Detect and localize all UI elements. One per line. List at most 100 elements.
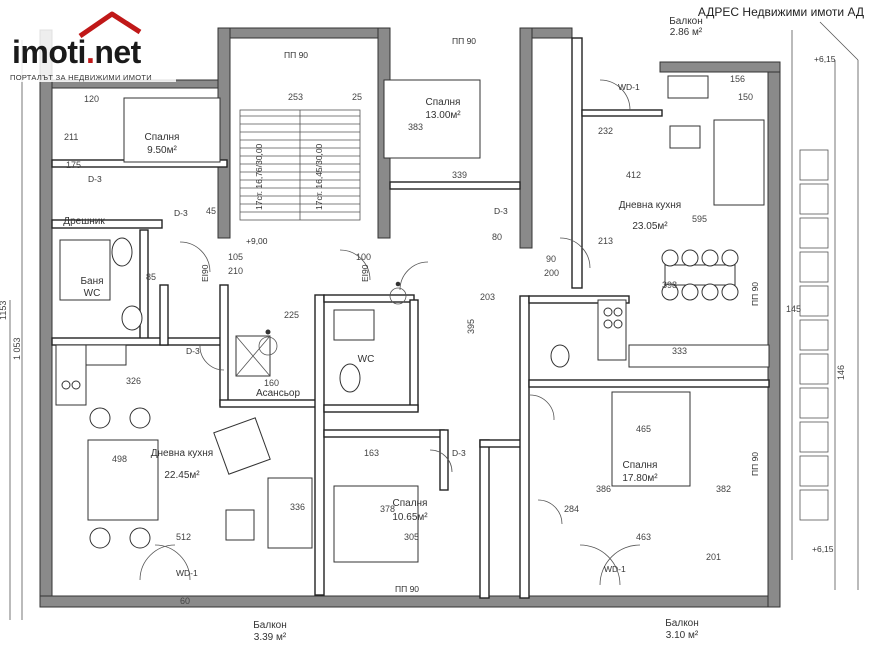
label-pp90-right-a: ПП 90 xyxy=(750,282,760,306)
room-name-living-left: Дневна кухня xyxy=(151,448,213,459)
dim-398: 398 xyxy=(662,280,677,290)
dim-383: 383 xyxy=(408,122,423,132)
label-ei90-b: EI90 xyxy=(360,264,370,282)
staircase xyxy=(239,109,361,221)
sofa-right xyxy=(713,119,765,206)
room-name-bathroom-left: Баня xyxy=(80,276,103,287)
armchair-right xyxy=(667,75,709,99)
inner-walls xyxy=(51,37,770,599)
room-area-balcony-bl: 3.39 м² xyxy=(254,632,287,643)
dim-253: 253 xyxy=(288,92,303,102)
agency-watermark: АДРЕС Недвижими имоти АД xyxy=(697,5,864,19)
dim-156: 156 xyxy=(730,74,745,84)
room-name-storage: Дрешник xyxy=(63,216,105,227)
dim-100: 100 xyxy=(356,252,371,262)
dim-210: 210 xyxy=(228,266,243,276)
room-labels: Спалня 9.50м² Спалня 13.00м² Дневна кухн… xyxy=(63,16,703,643)
room-name-living-right: Дневна кухня xyxy=(619,200,681,211)
dim-201: 201 xyxy=(706,552,721,562)
bed-top xyxy=(383,79,481,159)
dim-163: 163 xyxy=(364,448,379,458)
dim-85: 85 xyxy=(146,272,156,282)
dim-595: 595 xyxy=(692,214,707,224)
annotation-labels: ПП 90 ПП 90 ПП 90 ПП 90 ПП 90 WD-1 WD-1 … xyxy=(88,36,836,594)
room-name-wc-center: WC xyxy=(358,354,375,365)
dim-105: 105 xyxy=(228,252,243,262)
dim-145: 145 xyxy=(786,304,801,314)
door-swings xyxy=(139,79,641,586)
toilet-left xyxy=(111,237,133,267)
dim-284: 284 xyxy=(564,504,579,514)
dim-305: 305 xyxy=(404,532,419,542)
dim-378: 378 xyxy=(380,504,395,514)
label-stair-b: 17ст. 16,45/30,00 xyxy=(314,143,324,210)
label-wd1-left: WD-1 xyxy=(176,568,198,578)
label-d3-a: D-3 xyxy=(88,174,102,184)
dim-512: 512 xyxy=(176,532,191,542)
dimension-labels: 253 383 339 412 595 213 203 326 498 512 … xyxy=(0,74,846,606)
dim-120: 120 xyxy=(84,94,99,104)
room-name-bedroom-top: Спалня xyxy=(426,97,461,108)
dim-1053: 1 053 xyxy=(12,337,22,360)
room-area-balcony-top: 2.86 м² xyxy=(670,27,703,38)
dim-395: 395 xyxy=(466,319,476,334)
dim-465: 465 xyxy=(636,424,651,434)
dim-339: 339 xyxy=(452,170,467,180)
dim-232: 232 xyxy=(598,126,613,136)
dim-386: 386 xyxy=(596,484,611,494)
dim-336: 336 xyxy=(290,502,305,512)
room-area-bedroom-center: 10.65м² xyxy=(392,512,428,523)
label-pp90-top-center: ПП 90 xyxy=(452,36,476,46)
room-area-bedroom-top: 13.00м² xyxy=(425,110,461,121)
room-name-bedroom-right: Спалня xyxy=(623,460,658,471)
label-pp90-top-left: ПП 90 xyxy=(284,50,308,60)
dim-150: 150 xyxy=(738,92,753,102)
label-level-900: +9,00 xyxy=(246,236,268,246)
dim-80: 80 xyxy=(492,232,502,242)
label-d3-d: D-3 xyxy=(186,346,200,356)
toilet-right xyxy=(550,344,570,368)
coffee-table-left xyxy=(225,509,255,541)
dim-333: 333 xyxy=(672,346,687,356)
bed-small xyxy=(123,97,221,163)
label-level-615-b: +6,15 xyxy=(812,544,834,554)
room-name-balcony-top: Балкон xyxy=(669,16,703,27)
label-d3-b: D-3 xyxy=(174,208,188,218)
dim-213: 213 xyxy=(598,236,613,246)
dim-412: 412 xyxy=(626,170,641,180)
dim-203: 203 xyxy=(480,292,495,302)
dining-table-left xyxy=(87,439,159,521)
room-name-elevator: Асансьор xyxy=(256,388,301,399)
toilet-center xyxy=(339,363,361,393)
room-area-bedroom-small: 9.50м² xyxy=(147,145,177,156)
dim-200: 200 xyxy=(544,268,559,278)
logo-tagline: ПОРТАЛЪТ ЗА НЕДВИЖИМИ ИМОТИ xyxy=(10,73,153,82)
facade-strip xyxy=(9,21,859,620)
room-area-living-right: 23.05м² xyxy=(632,221,668,232)
bed-center xyxy=(333,485,419,563)
dim-45: 45 xyxy=(206,206,216,216)
dim-90: 90 xyxy=(546,254,556,264)
room-name-balcony-bl: Балкон xyxy=(253,620,287,631)
sofa-left xyxy=(267,477,313,549)
label-ei90-a: EI90 xyxy=(200,264,210,282)
label-d3-e: D-3 xyxy=(452,448,466,458)
room-area-living-left: 22.45м² xyxy=(164,470,200,481)
bed-right xyxy=(611,391,691,487)
dim-498: 498 xyxy=(112,454,127,464)
room-name-bedroom-center: Спалня xyxy=(393,498,428,509)
label-pp90-bottom: ПП 90 xyxy=(395,584,419,594)
armchair-left xyxy=(213,417,271,475)
dim-146: 146 xyxy=(836,365,846,380)
wheelchair-icon xyxy=(258,329,278,356)
room-sub-bathroom-left: WC xyxy=(84,288,101,299)
dim-225: 225 xyxy=(284,310,299,320)
house-roof-icon xyxy=(78,11,142,38)
dim-175: 175 xyxy=(66,160,81,170)
dim-1153: 1153 xyxy=(0,301,8,320)
imoti-logo: imoti.net ПОРТАЛЪТ ЗА НЕДВИЖИМИ ИМОТИ xyxy=(6,6,176,82)
furniture xyxy=(55,75,770,563)
dim-326: 326 xyxy=(126,376,141,386)
room-area-balcony-br: 3.10 м² xyxy=(666,630,699,641)
